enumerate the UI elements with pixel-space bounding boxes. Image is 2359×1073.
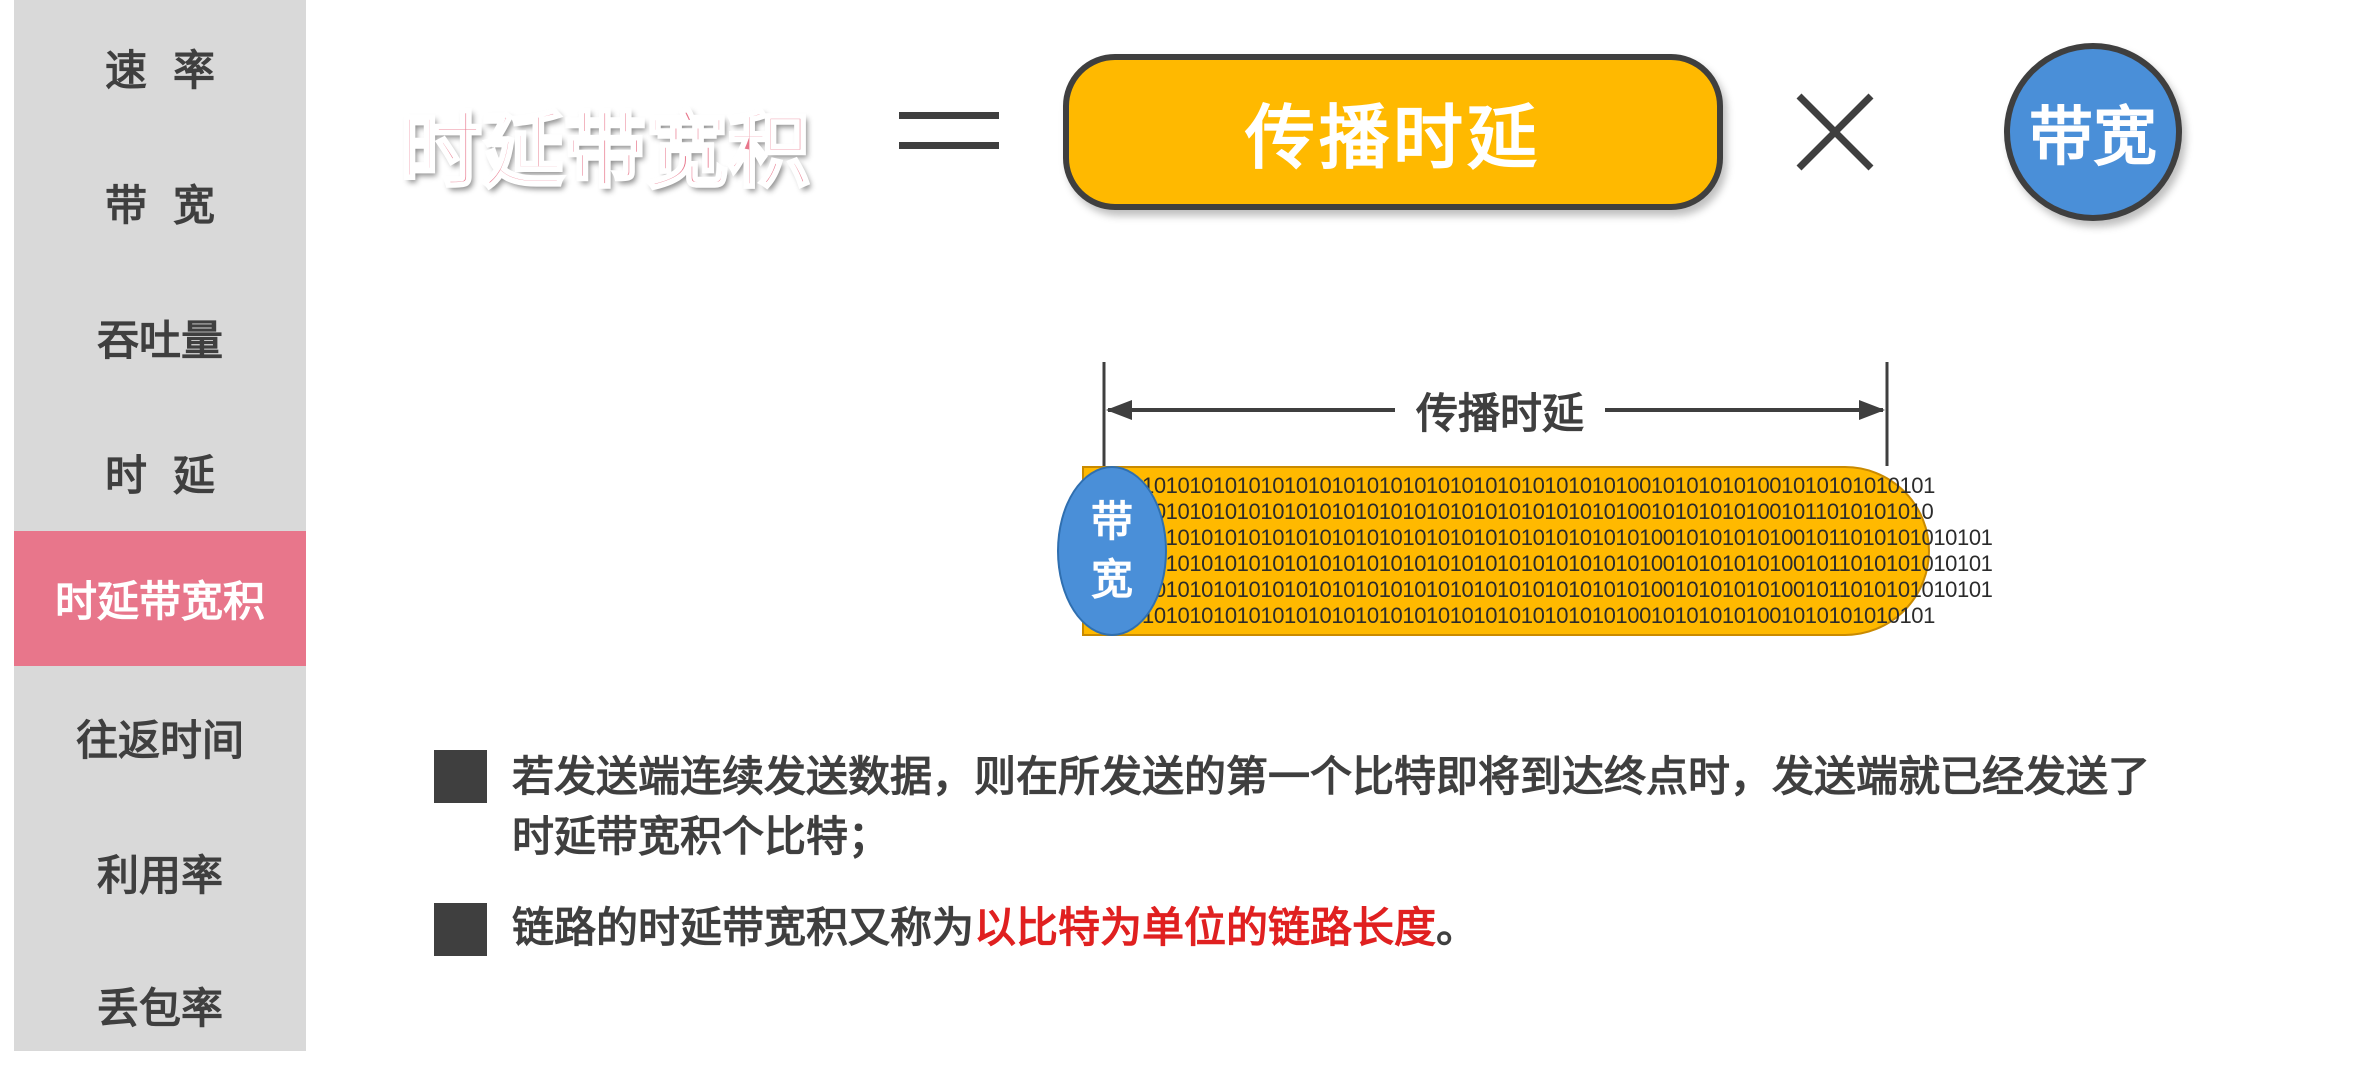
sidebar-item-label: 速率 xyxy=(104,46,241,95)
bullet-2-prefix: 链路的时延带宽积又称为 xyxy=(512,903,975,952)
propagation-delay-term: 传播时延 xyxy=(1063,54,1723,210)
sidebar-item-label: 往返时间 xyxy=(75,716,244,765)
sidebar-item-rate[interactable]: 速率 xyxy=(14,0,306,135)
cap-char: 宽 xyxy=(1090,555,1133,604)
bullet-square-icon xyxy=(434,903,487,956)
sidebar-item-delay[interactable]: 时延 xyxy=(14,405,306,540)
sidebar-item-label: 吞吐量 xyxy=(96,316,223,365)
bit-row: 1010101010101010101010101010101010101010… xyxy=(1142,525,1993,550)
bit-row: 1010101010101010101010101010101010101010… xyxy=(1142,551,1993,576)
bit-row: 1010101010101010101010101010101010101010… xyxy=(1142,577,1993,602)
bit-row: 1010101010101010101010101010101010101010… xyxy=(1142,603,1935,628)
bandwidth-term: 带宽 xyxy=(2004,43,2182,221)
bandwidth-cross-section: 带 宽 xyxy=(1057,466,1167,636)
bullet-square-icon xyxy=(434,750,487,803)
sidebar-item-label: 时延 xyxy=(104,451,241,500)
sidebar-item-delay-bandwidth-product[interactable]: 时延带宽积 xyxy=(14,531,306,666)
sidebar-item-throughput[interactable]: 吞吐量 xyxy=(14,270,306,405)
sidebar-item-label: 丢包率 xyxy=(96,984,223,1033)
sidebar-item-label: 带宽 xyxy=(104,181,241,230)
sidebar-item-label: 时延带宽积 xyxy=(54,577,265,626)
sidebar-item-label: 利用率 xyxy=(96,851,223,900)
formula-title: 时延带宽积 xyxy=(399,102,812,200)
bullet-1-text: 若发送端连续发送数据，则在所发送的第一个比特即将到达终点时，发送端就已经发送了 … xyxy=(512,747,2312,867)
equals-bar-bottom xyxy=(899,142,999,149)
sidebar: 速率 带宽 吞吐量 时延 时延带宽积 往返时间 利用率 丢包率 xyxy=(14,0,306,1051)
dimension-label: 传播时延 xyxy=(1395,382,1605,438)
bit-row: 1010101010101010101010101010101010101010… xyxy=(1142,473,1935,498)
bullet-1-line-1: 若发送端连续发送数据，则在所发送的第一个比特即将到达终点时，发送端就已经发送了 xyxy=(512,752,2151,801)
bit-stream: 1010101010101010101010101010101010101010… xyxy=(1142,473,1993,628)
multiply-icon xyxy=(1796,93,1874,171)
sidebar-item-round-trip-time[interactable]: 往返时间 xyxy=(14,670,306,805)
bullet-1-line-2: 时延带宽积个比特； xyxy=(512,812,891,861)
cap-char: 带 xyxy=(1090,497,1133,546)
bit-row: 1010101010101010101010101010101010101010… xyxy=(1142,499,1934,524)
sidebar-item-bandwidth[interactable]: 带宽 xyxy=(14,135,306,270)
sidebar-item-packet-loss[interactable]: 丢包率 xyxy=(14,938,306,1073)
bullet-2-suffix: 。 xyxy=(1436,903,1479,952)
equals-bar-top xyxy=(899,112,999,119)
bullet-2-text: 链路的时延带宽积又称为以比特为单位的链路长度。 xyxy=(512,898,2312,958)
bullet-2-highlight: 以比特为单位的链路长度 xyxy=(974,903,1437,952)
sidebar-item-utilization[interactable]: 利用率 xyxy=(14,805,306,940)
data-pipe: 1010101010101010101010101010101010101010… xyxy=(1082,466,1993,636)
